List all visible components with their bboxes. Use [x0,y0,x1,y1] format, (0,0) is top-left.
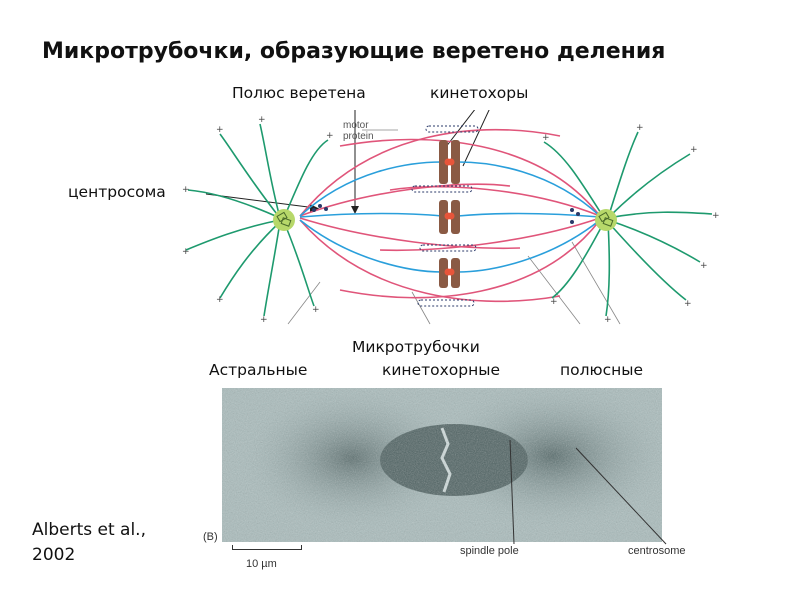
motor-protein-bars [411,125,479,307]
label-microtubules: Микротрубочки [352,338,480,356]
centrosome-label-en: centrosome [628,545,686,557]
svg-text:+: + [542,133,550,143]
label-spindle-pole: Полюс веретена [232,84,366,102]
label-centrosome: центросома [68,183,166,201]
page-title: Микротрубочки, образующие веретено делен… [42,39,666,64]
citation-line-2: 2002 [32,545,76,565]
spindle-pole-label: spindle pole [460,545,519,557]
citation: Alberts et al., 2002 [32,518,146,568]
motor-label-2: protein [343,131,374,142]
citation-line-1: Alberts et al., [32,520,146,540]
kinetochore-pointer-line-2 [462,110,490,167]
svg-text:+: + [182,247,190,257]
svg-text:+: + [216,295,224,305]
scale-label: 10 µm [246,558,277,570]
motor-protein-dots [312,204,580,224]
spindle-diagram: motor protein [182,110,720,325]
svg-text:+: + [636,123,644,133]
svg-text:+: + [326,131,334,141]
scale-bar [232,545,302,550]
label-kinetochores: кинетохоры [430,84,529,102]
svg-text:+: + [712,211,720,221]
svg-text:+: + [260,315,268,325]
micrograph-pointer-lines [509,440,667,545]
svg-text:+: + [216,125,224,135]
label-kinetochore-mt: кинетохорные [382,361,501,379]
chromosome-top [439,140,460,184]
astral-microtubules-right [543,131,713,317]
plus-marks: + + + + + + + + + + + + + + + + [182,115,720,325]
motor-label-1: motor [343,120,369,131]
svg-text:+: + [700,261,708,271]
panel-b-label: (B) [203,531,218,543]
svg-text:+: + [690,145,698,155]
label-polar: полюсные [560,361,644,379]
kinetochore-microtubules [299,161,601,273]
label-astral: Астральные [209,361,308,379]
pole-pointer-arrow [351,206,359,214]
astral-microtubules-left [185,123,329,317]
svg-text:+: + [182,185,190,195]
chromosome-bottom [439,258,460,288]
svg-text:+: + [258,115,266,125]
micrograph-image [222,388,662,542]
svg-text:+: + [684,299,692,309]
svg-text:+: + [312,305,320,315]
centrosome-right [595,209,617,231]
centrosome-left [273,209,295,231]
chromosome-middle [439,200,460,234]
svg-text:+: + [604,315,612,325]
svg-text:+: + [550,297,558,307]
